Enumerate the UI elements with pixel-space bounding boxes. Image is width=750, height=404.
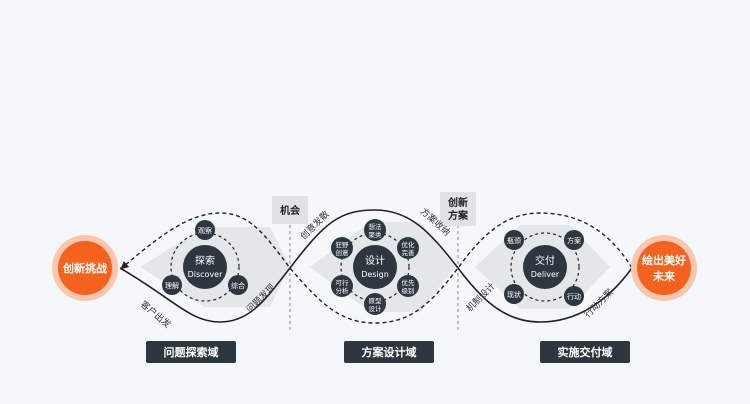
opportunity-label: 机会	[280, 204, 300, 217]
end-node-label-line1: 绘出美好	[642, 253, 686, 267]
stage-design-subtitle: Design	[361, 270, 389, 279]
domain-label-deliver: 实施交付域	[540, 341, 630, 363]
deliver-satellite-status: 现状	[507, 290, 521, 299]
solution-label-line1: 创新	[447, 196, 468, 209]
opportunity-marker: 机会	[272, 196, 308, 224]
discover-satellite-observe: 观察	[198, 226, 212, 235]
stage-deliver-title: 交付	[535, 254, 555, 267]
domain-label-design-text: 方案设计域	[362, 345, 417, 359]
domain-label-discover: 问题探索域	[146, 341, 236, 363]
design-satellite-refine-l1: 优化	[402, 240, 416, 249]
end-node-label-line2: 未来	[652, 269, 676, 283]
design-satellite-wild-l1: 狂野	[336, 241, 350, 249]
end-node: 绘出美好 未来	[631, 235, 697, 301]
stage-discover: 探索 Discover 观察 综合 理解	[162, 220, 248, 295]
discover-satellite-understand: 理解	[165, 281, 179, 290]
dashed-flow-line	[120, 212, 633, 324]
deliver-satellite-bottleneck: 瓶颈	[507, 236, 521, 245]
stage-deliver-subtitle: Deliver	[531, 270, 560, 279]
flow-label-customer-start: 客户出发	[138, 298, 173, 330]
design-ring	[340, 232, 410, 302]
stage-discover-subtitle: Discover	[188, 270, 224, 279]
discover-satellite-synthesize: 综合	[231, 281, 245, 290]
stage-discover-title: 探索	[195, 254, 215, 267]
discover-ring	[170, 232, 240, 302]
solution-label-line2: 方案	[448, 209, 469, 222]
design-satellite-feasibility-l1: 可行	[336, 278, 350, 287]
solution-marker: 创新 方案	[440, 192, 476, 226]
design-satellite-prototype-l1: 原型	[369, 296, 383, 305]
solid-flow-line	[119, 209, 633, 323]
stage-deliver: 交付 Deliver 方案 行动 现状 瓶颈	[504, 230, 584, 306]
design-satellite-refine-l2: 完善	[402, 248, 416, 257]
design-satellite-priority-l1: 优先	[402, 278, 416, 287]
stage-design-title: 设计	[365, 254, 385, 267]
design-satellite-feasibility-l2: 分析	[336, 286, 350, 295]
design-satellite-priority-l2: 级别	[402, 286, 415, 295]
domain-label-discover-text: 问题探索域	[164, 345, 219, 359]
flow-label-mechanism-design: 机制设计	[464, 280, 498, 314]
domain-label-deliver-text: 实施交付域	[558, 345, 613, 359]
start-node-label: 创新挑战	[62, 261, 107, 275]
design-satellite-wild-l2: 创意	[336, 248, 350, 257]
design-satellite-cluster-l2: 聚类	[369, 230, 383, 239]
design-satellite-cluster-l1: 想法	[369, 222, 383, 231]
deliver-satellite-action: 行动	[567, 292, 581, 301]
deliver-ring	[510, 232, 580, 302]
domain-label-design: 方案设计域	[344, 341, 434, 363]
start-node: 创新挑战	[52, 235, 118, 301]
deliver-satellite-plan: 方案	[567, 236, 581, 245]
design-satellite-prototype-l2: 设计	[369, 304, 383, 313]
stage-design: 设计 Design 想法 聚类 优化 完善 优先 级别 原型 设计 可行 分析 …	[331, 219, 419, 315]
